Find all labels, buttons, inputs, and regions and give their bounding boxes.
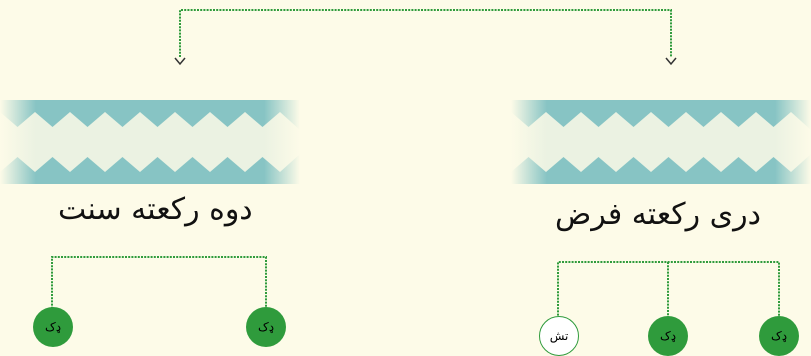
group-title-fard: دری رکعته فرض — [555, 197, 761, 232]
decorative-band-right — [511, 100, 811, 184]
rakat-node-filled: ډک — [246, 307, 286, 347]
rakat-node-empty: تش — [539, 316, 579, 356]
left-connector — [51, 256, 267, 312]
rakat-node-filled: ډک — [759, 316, 799, 356]
right-connector — [557, 261, 780, 322]
rakat-node-filled: ډک — [33, 307, 73, 347]
decorative-band-left — [0, 100, 300, 184]
rakat-node-filled: ډک — [648, 316, 688, 356]
arrow-right-icon — [665, 57, 677, 66]
arrow-left-icon — [174, 57, 186, 66]
top-connector — [179, 9, 672, 57]
group-title-sunnat: دوه رکعته سنت — [58, 192, 253, 227]
